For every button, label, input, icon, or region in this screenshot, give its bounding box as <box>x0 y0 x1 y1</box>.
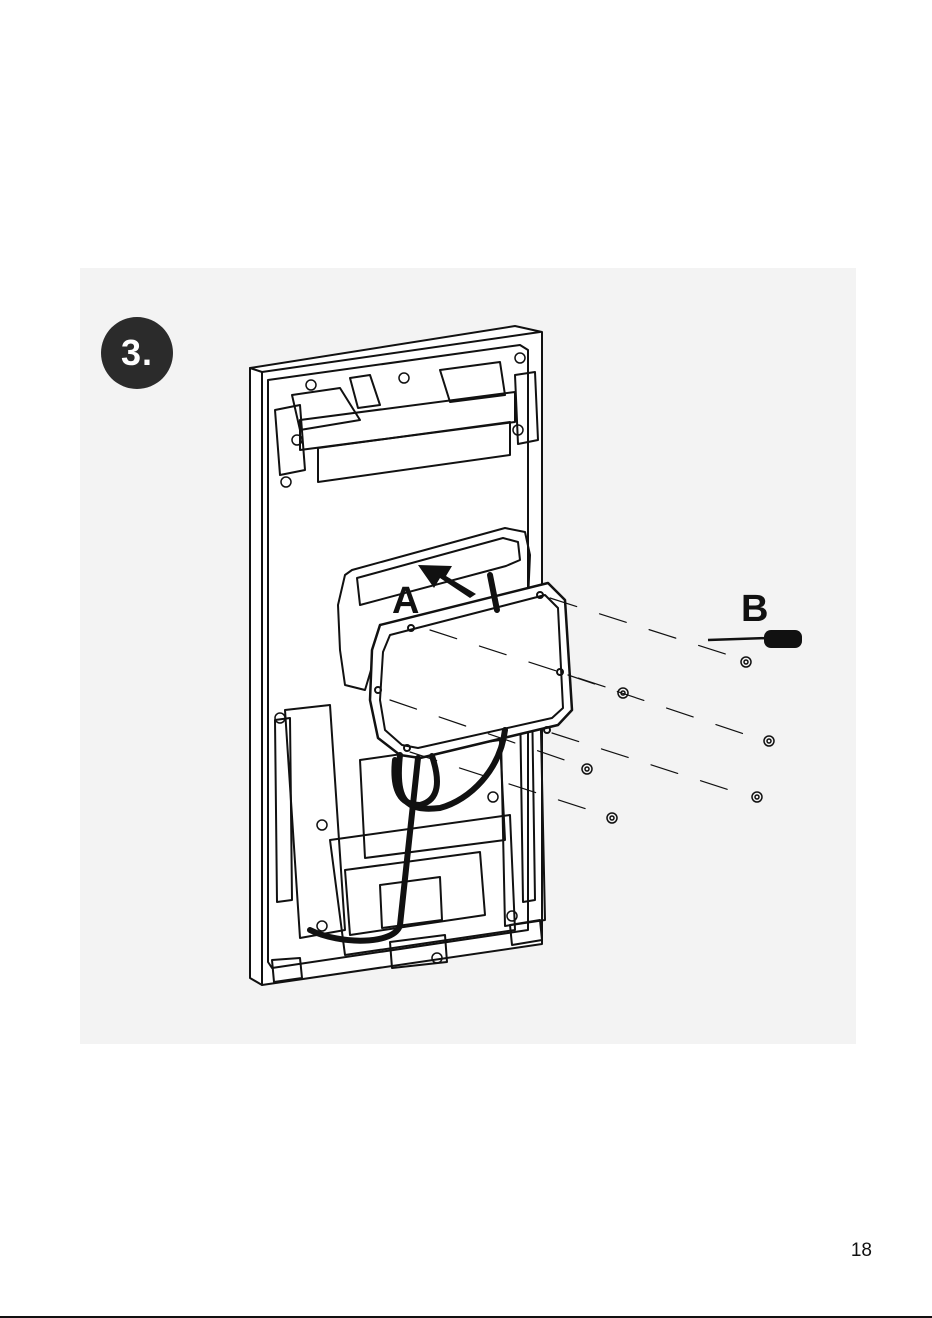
page-number: 18 <box>851 1240 872 1262</box>
screw-icon <box>741 657 751 667</box>
screw-icon <box>764 736 774 746</box>
screw-icon <box>607 813 617 823</box>
screwdriver-icon <box>708 630 802 648</box>
screw-icon <box>582 764 592 774</box>
screw-icon <box>752 792 762 802</box>
callout-a: A <box>392 580 419 623</box>
loose-screws <box>582 657 774 823</box>
callout-b: B <box>741 588 768 631</box>
